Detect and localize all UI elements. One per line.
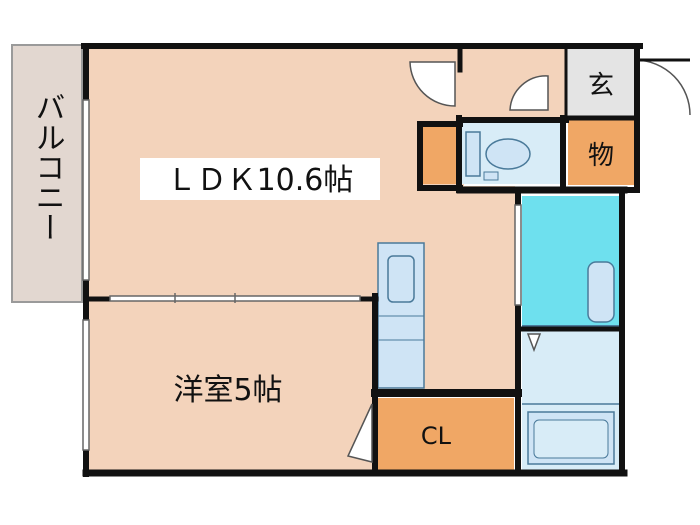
bath-door [514, 204, 522, 306]
washroom-door [526, 333, 542, 353]
ldk-label-bg [140, 158, 380, 200]
entrance-label: 玄 [588, 71, 614, 101]
toilet-door [509, 75, 549, 111]
washing-machine-inner [533, 419, 609, 459]
bathtub [587, 261, 615, 323]
western-room [88, 300, 376, 470]
western-room-floor [88, 300, 376, 470]
sink [387, 255, 415, 303]
hall-door [409, 61, 456, 107]
toilet-room [460, 122, 560, 184]
bathroom [522, 196, 620, 327]
western-window [82, 319, 90, 451]
closet-area [378, 398, 514, 470]
toilet-bowl [485, 138, 531, 170]
ldk-room [88, 48, 570, 391]
western-room-door [346, 403, 373, 463]
closet: CL [378, 398, 514, 470]
door-swings [346, 61, 549, 463]
toilet-base [483, 171, 499, 181]
windows [82, 99, 522, 451]
balcony: バルコニー [11, 44, 83, 303]
washroom [522, 330, 620, 470]
kitchen-counter [377, 242, 425, 389]
entrance-floor [566, 48, 636, 118]
entrance-door [635, 59, 691, 116]
ldk-label: ＬＤＫ10.6帖 [167, 163, 354, 198]
balcony-area [11, 44, 83, 303]
storage-area [568, 120, 634, 185]
storage: 物 [568, 120, 634, 185]
storage-label: 物 [588, 141, 614, 171]
balcony-window [82, 99, 90, 281]
closet-label: CL [421, 422, 452, 450]
western-room-label: 洋室5帖 [173, 373, 282, 408]
toilet-tank [465, 131, 481, 177]
small-closet [422, 126, 458, 184]
balcony-label: バルコニー [30, 92, 65, 242]
entrance: 玄 [566, 48, 691, 118]
